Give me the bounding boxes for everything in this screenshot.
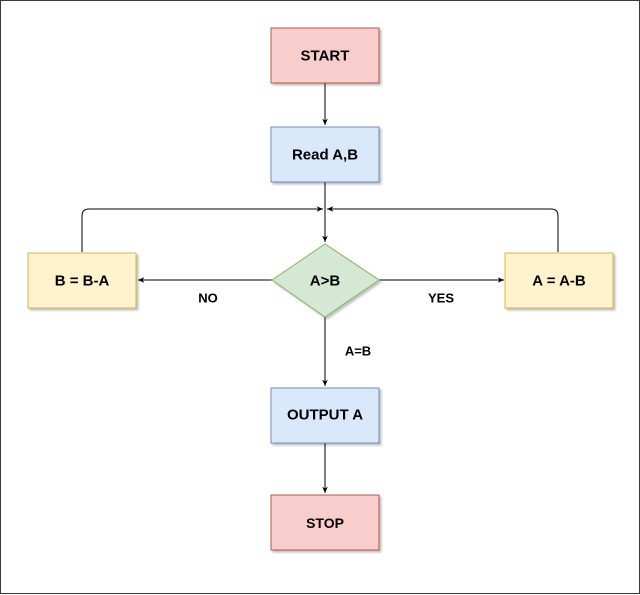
output-node: OUTPUT A xyxy=(270,387,380,444)
start-node-label: START xyxy=(301,48,350,65)
decision-node-label: A>B xyxy=(310,273,341,290)
output-node-label: OUTPUT A xyxy=(287,407,363,424)
edge-label-no: NO xyxy=(198,291,218,306)
read-node: Read A,B xyxy=(270,126,380,183)
right-operation-node: A = A-B xyxy=(504,252,614,309)
stop-node-label: STOP xyxy=(306,515,344,531)
right-operation-label: A = A-B xyxy=(532,273,586,290)
edge-left-op-loop-back xyxy=(81,206,323,252)
edge-label-yes: YES xyxy=(428,291,454,306)
edge-label-equal: A=B xyxy=(345,344,371,359)
left-operation-label: B = B-A xyxy=(55,273,110,290)
left-operation-node: B = B-A xyxy=(27,252,137,309)
edge-right-op-loop-back xyxy=(327,206,559,252)
decision-node: A>B xyxy=(271,243,380,318)
stop-node: STOP xyxy=(270,494,380,551)
read-node-label: Read A,B xyxy=(292,147,358,164)
start-node: START xyxy=(270,27,380,84)
